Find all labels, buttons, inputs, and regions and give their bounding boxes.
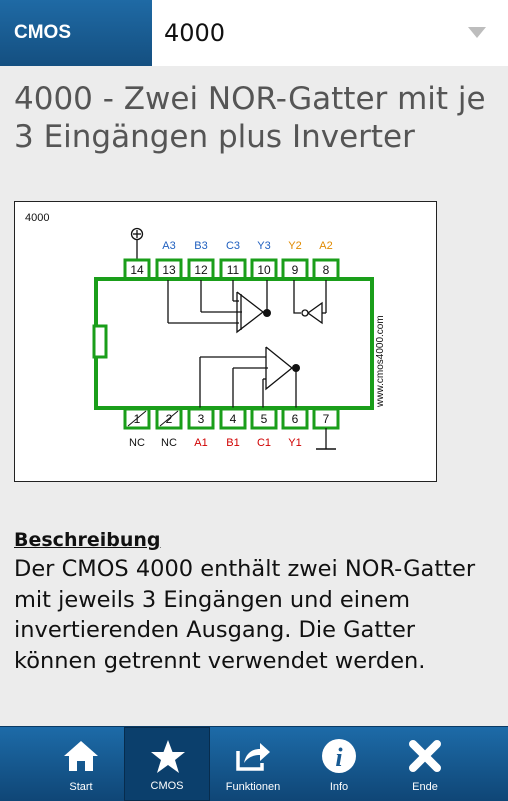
bottom-pin: 5 [250,407,278,430]
bottom-pin-label: NC [161,437,177,449]
top-pin-number: 14 [130,263,144,277]
svg-text:i: i [335,743,343,772]
top-pin: 11 [219,258,247,281]
cmos-tab[interactable]: CMOS [0,0,152,66]
nav-info-label: Info [329,781,349,793]
top-pin-number: 9 [292,263,299,277]
info-icon: i [322,739,356,773]
bottom-pin-number: 6 [292,412,299,426]
top-pin: 10 [250,258,278,281]
chip-notch [92,324,108,359]
bottom-nav: Start CMOS Funktionen i Info Ende [0,726,508,801]
bottom-pin-number: 7 [323,412,330,426]
bottom-pin-label: B1 [226,437,239,449]
chevron-down-icon [468,27,486,38]
bottom-pin-label: NC [129,437,145,449]
nav-ende-label: Ende [412,781,438,793]
watermark: www.cmos4000.com [375,315,386,408]
top-pin-number: 8 [323,263,330,277]
home-icon [64,741,98,771]
bottom-pin: 3 [187,407,215,430]
bottom-pin: 7 [312,407,340,430]
nav-cmos[interactable]: CMOS [124,727,210,801]
bottom-pin: 1 [123,407,151,430]
chip-select-value: 4000 [164,19,226,47]
top-pin: 8 [312,258,340,281]
top-bar: CMOS 4000 [0,0,508,66]
top-pin: 9 [281,258,309,281]
top-pin-label: Y3 [257,240,270,252]
bottom-pin-number: 3 [198,412,205,426]
chip-body [94,277,374,410]
bottom-pin: 6 [281,407,309,430]
top-pin-number: 10 [257,263,271,277]
bottom-pin-number: 4 [230,412,237,426]
nav-info[interactable]: i Info [296,727,382,801]
bottom-pin-number: 5 [261,412,268,426]
nav-funktionen[interactable]: Funktionen [210,727,296,801]
top-pin-label: B3 [194,240,207,252]
bottom-pin: 2 [155,407,183,430]
close-icon [409,740,441,772]
bottom-pin: 4 [219,407,247,430]
top-pin-number: 13 [162,263,176,277]
chip-label: 4000 [25,212,49,224]
top-pin: 14 [123,258,151,281]
top-pin: 12 [187,258,215,281]
top-pin-label: A2 [319,240,332,252]
vdd-symbol [130,227,144,241]
top-pin-number: 11 [227,263,240,277]
chip-select[interactable]: 4000 [152,0,508,66]
bottom-pin-label: Y1 [288,437,301,449]
description-heading: Beschreibung [14,529,161,551]
nav-start[interactable]: Start [38,727,124,801]
nav-ende[interactable]: Ende [382,727,468,801]
top-pin-label: Y2 [288,240,301,252]
bottom-pin-label: A1 [194,437,207,449]
page-title: 4000 - Zwei NOR-Gatter mit je 3 Eingänge… [14,81,486,155]
top-pin-label: A3 [162,240,175,252]
top-pin-number: 12 [194,263,208,277]
star-icon [151,740,185,773]
nav-start-label: Start [69,781,93,793]
nav-funktionen-label: Funktionen [225,781,281,793]
top-pin: 13 [155,258,183,281]
description-text: Der CMOS 4000 enthält zwei NOR-Gatter mi… [14,556,476,674]
nav-cmos-label: CMOS [150,780,184,792]
top-pin-label: C3 [226,240,240,252]
share-icon [236,743,270,771]
bottom-pin-label: C1 [257,437,271,449]
